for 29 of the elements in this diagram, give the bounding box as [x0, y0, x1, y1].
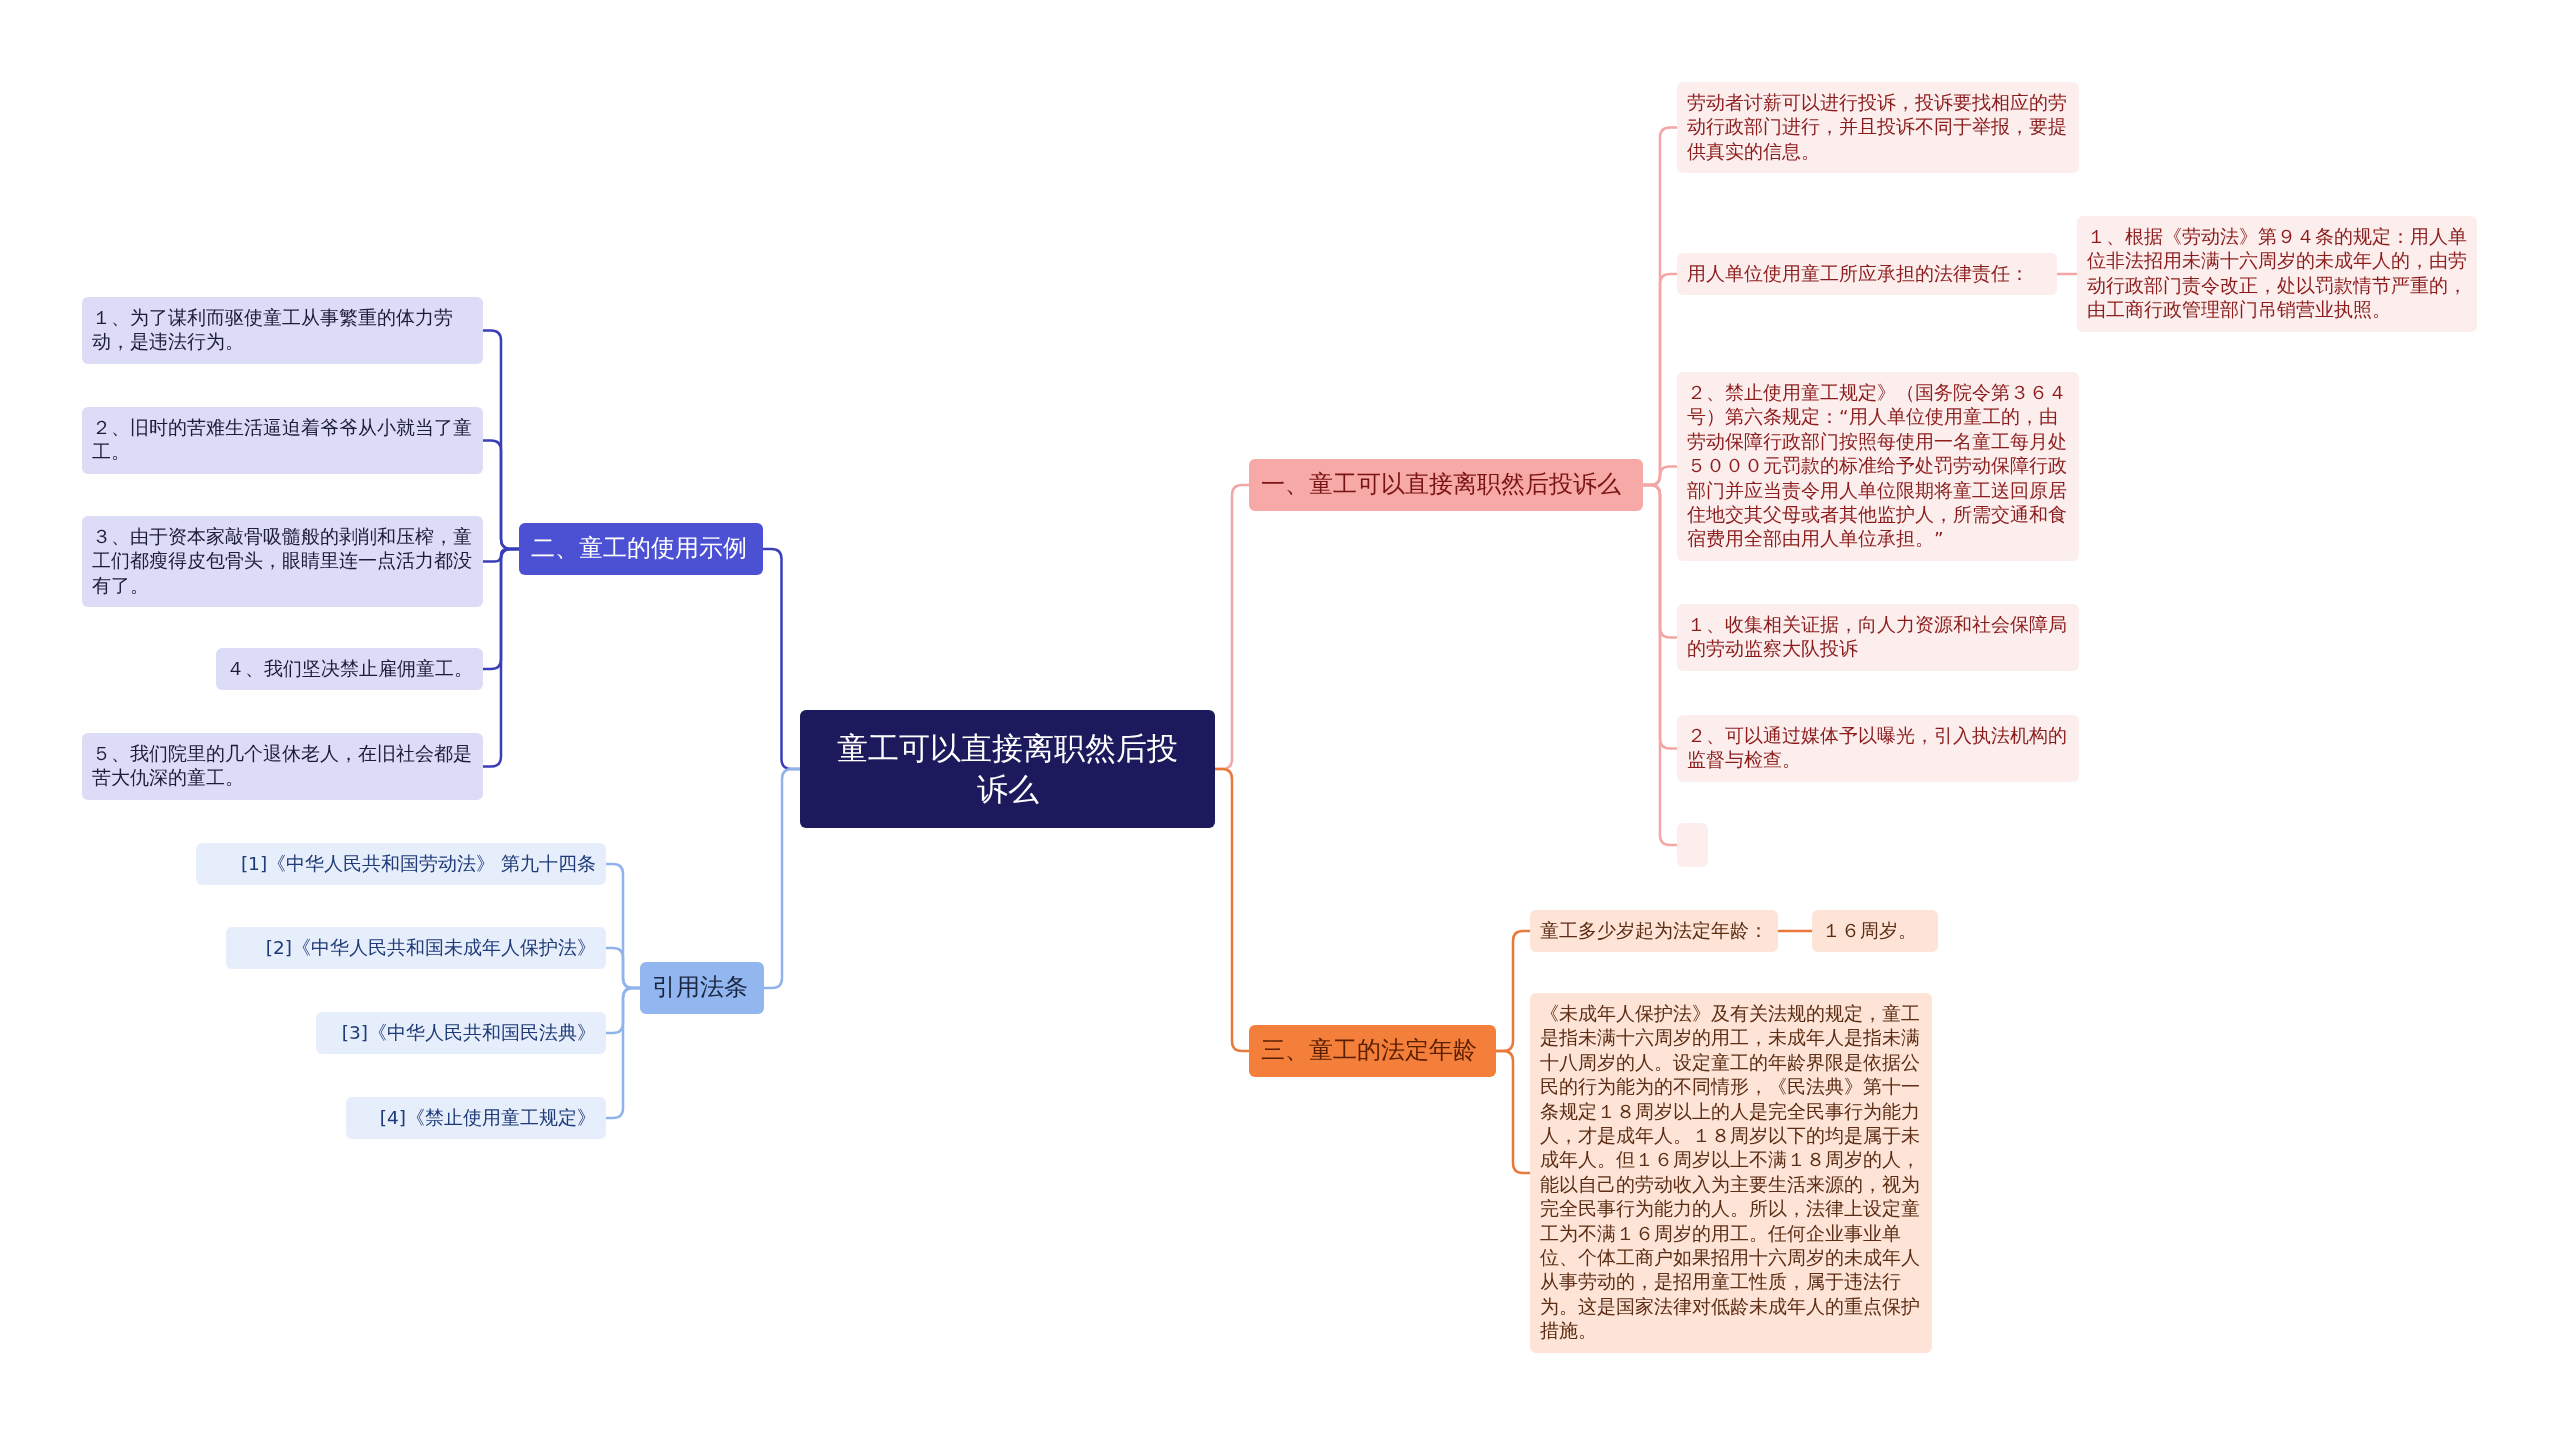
- subtopic-card: [1]《中华人民共和国劳动法》 第九十四条: [196, 843, 606, 886]
- subtopic-card: [4]《禁止使用童工规定》: [346, 1097, 606, 1140]
- subtopic-card: １、收集相关证据，向人力资源和社会保障局的劳动监察大队投诉: [1677, 604, 2079, 671]
- subtopic-card: [2]《中华人民共和国未成年人保护法》: [226, 927, 606, 970]
- subtopic-card: ５、我们院里的几个退休老人，在旧社会都是苦大仇深的童工。: [82, 733, 483, 800]
- subtopic-card: １６周岁。: [1812, 910, 1938, 953]
- connector-line: [1215, 767, 1249, 1053]
- subtopic-card: 《未成年人保护法》及有关法规的规定，童工是指未满十六周岁的用工，未成年人是指未满十八周岁的人。设定童工的年龄界限是依据公民的行为能为的不同情形，《民法典》第十一条规定１８周岁以上的人是完全民事行为能力人，才是成年人。１８周岁以下的均是属于未成年人。但１６周岁以上不满１８周岁的人，能以自己的劳动收入为主要生活来源的，视为完全民事行为能力的人。所以，法律上设定童工为不满１６周岁的用工。任何企业事业单位、个体工商户如果招用十六周岁的未成年人从事劳动的，是招用童工性质，属于违法行为。这是国家法律对低龄未成年人的重点保护措施。: [1530, 993, 1932, 1353]
- central-topic: 童工可以直接离职然后投诉么: [800, 710, 1215, 828]
- subtopic-card: ４、我们坚决禁止雇佣童工。: [216, 648, 483, 691]
- subtopic-card: １、为了谋利而驱使童工从事繁重的体力劳动，是违法行为。: [82, 297, 483, 364]
- branch-topic: 引用法条: [640, 962, 764, 1014]
- subtopic-card: [3]《中华人民共和国民法典》: [316, 1012, 606, 1055]
- connector-line: [483, 547, 519, 768]
- branch-topic: 一、童工可以直接离职然后投诉么: [1249, 459, 1643, 511]
- branch-topic: 三、童工的法定年龄: [1249, 1025, 1496, 1077]
- subtopic-card: ２、可以通过媒体予以曝光，引入执法机构的监督与检查。: [1677, 715, 2079, 782]
- empty-topic-box: [1677, 823, 1708, 867]
- branch-topic: 二、童工的使用示例: [519, 523, 763, 575]
- connector-line: [764, 767, 800, 990]
- subtopic-card: ２、旧时的苦难生活逼迫着爷爷从小就当了童工。: [82, 407, 483, 474]
- subtopic-card: 用人单位使用童工所应承担的法律责任：: [1677, 253, 2057, 296]
- subtopic-card: 劳动者讨薪可以进行投诉，投诉要找相应的劳动行政部门进行，并且投诉不同于举报，要提供真实的信息。: [1677, 82, 2079, 174]
- subtopic-card: ２、禁止使用童工规定》（国务院令第３６４号）第六条规定：“用人单位使用童工的，由劳动保障行政部门按照每使用一名童工每月处５０００元罚款的标准给予处罚劳动保障行政部门并应当责令用人单位限期将童工送回原居住地交其父母或者其他监护人，所需交通和食宿费用全部由用人单位承担。”: [1677, 372, 2079, 561]
- subtopic-card: １、根据《劳动法》第９４条的规定：用人单位非法招用未满十六周岁的未成年人的，由劳动行政部门责令改正，处以罚款情节严重的，由工商行政管理部门吊销营业执照。: [2077, 216, 2477, 332]
- connector-line: [1778, 929, 1812, 933]
- connector-line: [2057, 272, 2077, 276]
- subtopic-card: 童工多少岁起为法定年龄：: [1530, 910, 1778, 953]
- subtopic-card: ３、由于资本家敲骨吸髓般的剥削和压榨，童工们都瘦得皮包骨头，眼睛里连一点活力都没有了。: [82, 516, 483, 608]
